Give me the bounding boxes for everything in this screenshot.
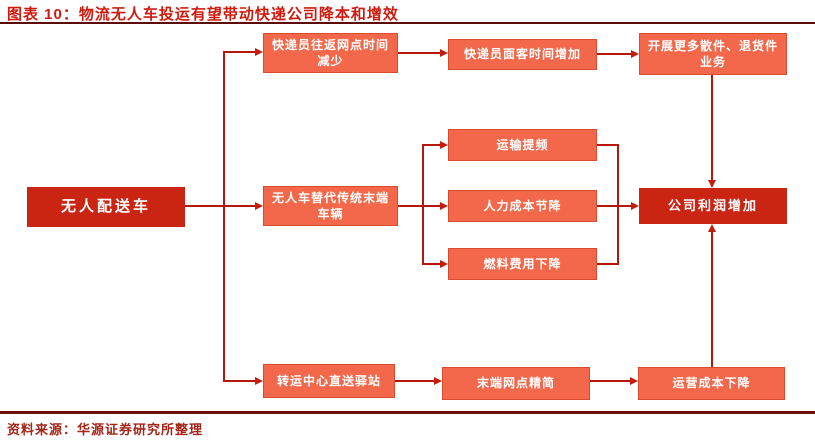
source-note: 资料来源：华源证券研究所整理 [7, 422, 204, 437]
flow-line-customer-time-to-business [597, 53, 631, 55]
flow-line-branch-vertical [223, 51, 225, 382]
title-underline [0, 22, 815, 24]
flow-line-hub-to-outlets [395, 380, 434, 382]
arrowhead-to-hub-direct [255, 377, 263, 385]
flow-line-branch-to-row2 [224, 205, 255, 207]
node-unmanned-delivery-vehicle: 无人配送车 [27, 187, 185, 227]
flow-line-branch-to-row3 [224, 380, 255, 382]
arrowhead-down-to-profit [708, 180, 716, 188]
flow-line-branch2-to-labor [423, 205, 440, 207]
arrowhead-to-replace-vehicles [255, 202, 263, 210]
arrowhead-to-operating-cost [630, 377, 638, 385]
arrowhead-to-customer-time [440, 49, 448, 57]
arrowhead-to-more-business [631, 50, 639, 58]
flow-line-fuel-to-merge [597, 263, 619, 265]
flow-line-labor-to-profit [597, 205, 631, 207]
node-operating-cost-down: 运营成本下降 [638, 367, 785, 400]
arrowhead-to-fuel-cost [440, 260, 448, 268]
node-fuel-cost-down: 燃料费用下降 [448, 248, 597, 280]
flow-line-merge-vertical [617, 144, 619, 265]
flow-line-root-to-branch [185, 205, 224, 207]
arrowhead-to-courier-roundtrip [255, 48, 263, 56]
node-hub-direct-to-station: 转运中心直送驿站 [263, 364, 395, 398]
arrowhead-to-labor-cost [440, 202, 448, 210]
flow-line-transport-to-merge [597, 144, 619, 146]
node-courier-customer-time-up: 快递员面客时间增加 [448, 39, 597, 70]
node-courier-roundtrip-time-down: 快递员往返网点时间减少 [263, 33, 398, 73]
node-company-profit-up: 公司利润增加 [639, 188, 787, 224]
arrowhead-to-outlets [434, 377, 442, 385]
flow-line-replace-to-branch2 [398, 205, 423, 207]
node-replace-traditional-vehicles: 无人车替代传统末端车辆 [263, 186, 398, 226]
footer-rule [0, 411, 815, 414]
node-labor-cost-savings: 人力成本节降 [448, 190, 597, 222]
node-more-parcel-return-business: 开展更多散件、退货件业务 [639, 33, 787, 75]
flow-line-business-to-profit [711, 75, 713, 180]
flow-line-branch-to-row1 [224, 51, 255, 53]
node-transport-frequency-up: 运输提频 [448, 129, 597, 161]
flow-line-opcost-to-profit [711, 232, 713, 367]
flow-line-branch2-to-fuel [423, 263, 440, 265]
flow-line-branch2-vertical [422, 144, 424, 265]
flow-line-roundtrip-to-customer-time [398, 52, 440, 54]
flow-line-outlets-to-opcost [590, 380, 630, 382]
node-terminal-outlets-streamlined: 末端网点精简 [442, 367, 590, 400]
arrowhead-to-profit [631, 202, 639, 210]
flow-line-branch2-to-transport [423, 144, 440, 146]
arrowhead-to-transport-frequency [440, 141, 448, 149]
arrowhead-up-to-profit [708, 224, 716, 232]
figure-title: 图表 10：物流无人车投运有望带动快递公司降本和增效 [7, 6, 399, 23]
